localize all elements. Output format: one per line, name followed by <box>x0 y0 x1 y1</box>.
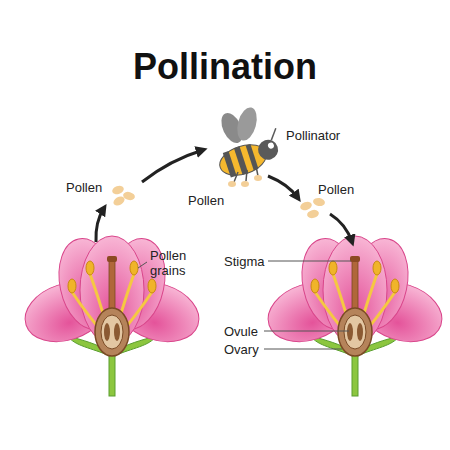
diagram-title: Pollination <box>0 46 450 88</box>
flower <box>17 233 206 396</box>
flow-arrows <box>96 150 352 242</box>
pollen-label: Pollen <box>318 182 354 197</box>
flower <box>260 233 449 396</box>
pollen-grains <box>111 184 326 219</box>
bee-pollinator <box>214 105 286 187</box>
pollen-label: Pollen <box>188 193 224 208</box>
pollen-label: Pollen <box>66 180 102 195</box>
part-label: Pollen grains <box>150 248 202 278</box>
part-label: Ovule <box>224 324 258 339</box>
part-label: Stigma <box>224 254 264 269</box>
part-label: Ovary <box>224 342 259 357</box>
pollinator-label: Pollinator <box>286 128 340 143</box>
